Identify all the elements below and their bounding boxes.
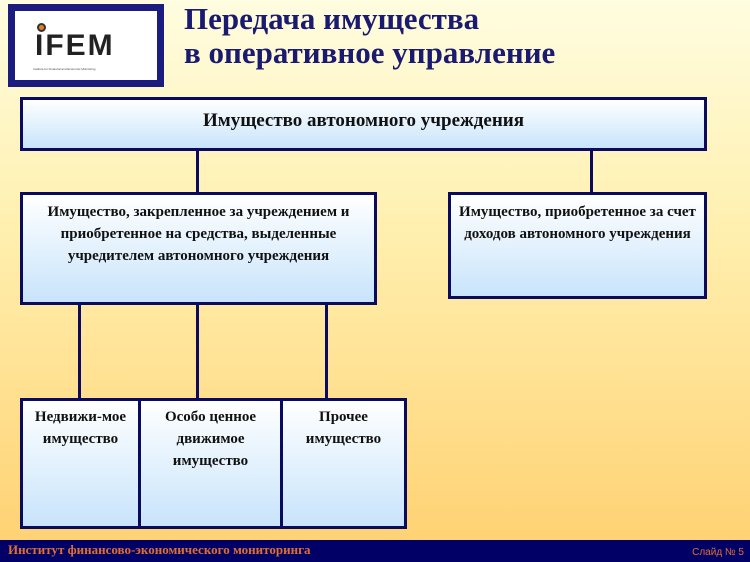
leaf-box-real-estate: Недвижи-мое имущество (20, 398, 141, 529)
right-box: Имущество, приобретенное за счет доходов… (448, 192, 707, 299)
logo-text: IFEM (35, 29, 115, 62)
connector (196, 150, 199, 193)
slide-number: Слайд № 5 (692, 547, 744, 558)
connector (78, 304, 81, 399)
root-box: Имущество автономного учреждения (20, 97, 707, 151)
logo-dot-icon (37, 23, 46, 32)
connector (325, 304, 328, 399)
connector (590, 150, 593, 193)
leaf-box-other: Прочее имущество (280, 398, 407, 529)
title-line-2: в оперативное управление (184, 35, 556, 70)
connector (196, 304, 199, 399)
ifem-logo: IFEM Institute for Financial and Economi… (8, 4, 164, 87)
left-box: Имущество, закрепленное за учреждением и… (20, 192, 377, 305)
slide-title: Передача имущества в оперативное управле… (184, 2, 555, 70)
leaf-box-valuable-movable: Особо ценное движимое имущество (138, 398, 283, 529)
footer-institute: Институт финансово-экономического монито… (8, 542, 311, 557)
title-line-1: Передача имущества (184, 1, 480, 36)
logo-subtitle: Institute for Financial and Economic Mon… (33, 67, 96, 71)
footer-bar: Институт финансово-экономического монито… (0, 540, 750, 562)
